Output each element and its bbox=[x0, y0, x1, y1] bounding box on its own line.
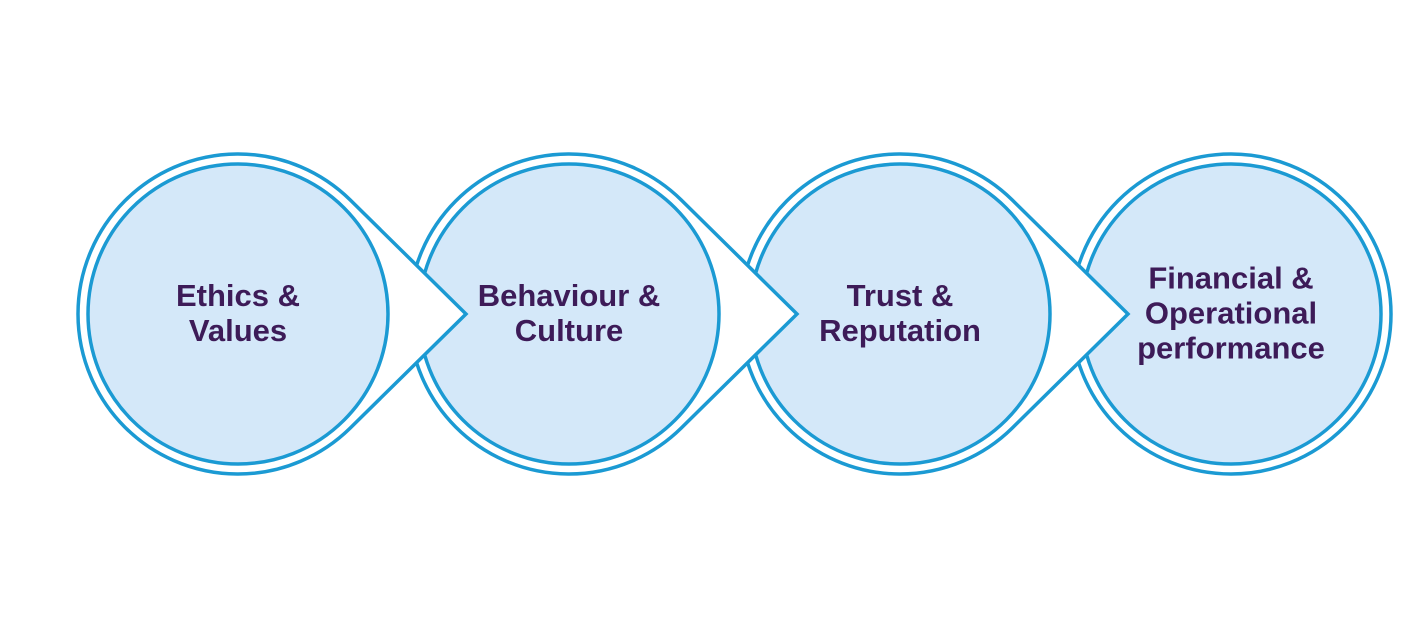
node-label-line: Behaviour & bbox=[477, 278, 661, 313]
node-label-line: Financial & bbox=[1148, 260, 1314, 296]
flow-node-1 bbox=[76, 152, 469, 476]
node-label-behaviour-culture: Behaviour & Culture bbox=[439, 278, 699, 348]
node-label-line: Reputation bbox=[819, 313, 981, 348]
node-label-line: Ethics & bbox=[175, 278, 301, 313]
node-label-ethics-values: Ethics & Values bbox=[108, 278, 368, 348]
node-label-line: Trust & bbox=[846, 278, 954, 313]
node-label-line: Values bbox=[188, 313, 288, 348]
flow-node-4 bbox=[1069, 152, 1393, 476]
node-label-line: Culture bbox=[514, 313, 624, 348]
node-label-financial-operational: Financial & Operational performance bbox=[1101, 261, 1361, 366]
node-label-trust-reputation: Trust & Reputation bbox=[770, 278, 1030, 348]
node-label-line: performance bbox=[1137, 330, 1325, 366]
node-inner-circle bbox=[86, 162, 390, 466]
flow-node-3 bbox=[738, 152, 1131, 476]
node-label-line: Operational bbox=[1144, 295, 1318, 331]
